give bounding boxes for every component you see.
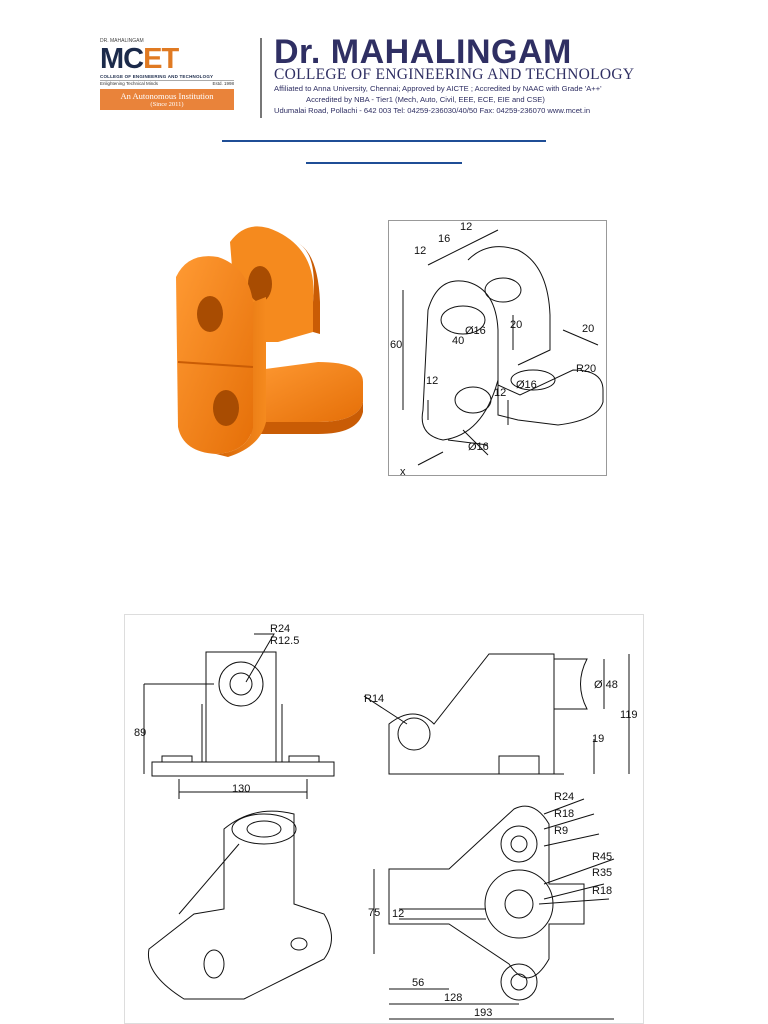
- dim-label: R20: [576, 363, 596, 375]
- accreditation-line: Accredited by NBA - Tier1 (Mech, Auto, C…: [306, 95, 545, 104]
- logo-established: Estd. 1998: [212, 81, 234, 86]
- dim-label: 119: [620, 709, 638, 721]
- logo-tagline-row: Enlightening Technical Minds Estd. 1998: [100, 80, 234, 87]
- dim-label: 19: [592, 733, 604, 745]
- dim-label: R24: [270, 623, 290, 635]
- title-underline-short: [306, 162, 462, 164]
- logo-college-text: COLLEGE OF ENGINEERING AND TECHNOLOGY: [100, 74, 214, 79]
- affiliation-line: Affiliated to Anna University, Chennai; …: [274, 84, 602, 93]
- dim-label: R35: [592, 867, 612, 879]
- dim-label: 20: [582, 323, 594, 335]
- dim-label: R9: [554, 825, 568, 837]
- dim-label: 12: [426, 375, 438, 387]
- dim-label: 12: [460, 221, 472, 233]
- title-underline-long: [222, 140, 546, 142]
- logo-since-text: (Since 2011): [150, 101, 184, 108]
- dim-label: 75: [368, 907, 380, 919]
- dim-label: 60: [390, 339, 402, 351]
- logo-mark: MCET: [100, 44, 234, 74]
- dim-label: 16: [438, 233, 450, 245]
- dim-label: R14: [364, 693, 384, 705]
- dim-label: Ø16: [468, 441, 489, 453]
- dim-label: 20: [510, 319, 522, 331]
- orthographic-drawing: R24 R12.5 89 130 R14 Ø 48 119 19 R24 R18…: [124, 614, 644, 1024]
- header-divider: [260, 38, 262, 118]
- dim-label: Ø16: [465, 325, 486, 337]
- dim-label: 89: [134, 727, 146, 739]
- logo-autonomous-banner: An Autonomous Institution (Since 2011): [100, 89, 234, 110]
- dim-label: 12: [392, 908, 404, 920]
- dim-label: 56: [412, 977, 424, 989]
- dim-label: 40: [452, 335, 464, 347]
- college-subtitle: COLLEGE OF ENGINEERING AND TECHNOLOGY: [274, 66, 635, 83]
- dim-label: 193: [474, 1007, 492, 1019]
- dim-label: R18: [554, 808, 574, 820]
- isometric-dimension-drawing: 12 16 12 60 40 Ø16 20 20 12 12 Ø16 Ø16 R…: [388, 220, 607, 478]
- orange-3d-model: [176, 226, 363, 457]
- logo-tagline: Enlightening Technical Minds: [100, 81, 158, 86]
- dim-label: 128: [444, 992, 462, 1004]
- logo-autonomous-text: An Autonomous Institution: [120, 91, 214, 101]
- dim-label: 12: [494, 387, 506, 399]
- logo-top-text: DR. MAHALINGAM: [100, 38, 144, 44]
- address-line: Udumalai Road, Pollachi - 642 003 Tel: 0…: [274, 106, 591, 115]
- dim-label: R45: [592, 851, 612, 863]
- dim-label: R12.5: [270, 635, 299, 647]
- college-name: Dr. MAHALINGAM: [274, 33, 572, 71]
- dim-label: Ø 48: [594, 679, 618, 691]
- logo-mark-main: MC: [100, 43, 144, 75]
- college-logo: DR. MAHALINGAM MCET COLLEGE OF ENGINEERI…: [100, 38, 234, 112]
- dim-label: Ø16: [516, 379, 537, 391]
- axis-label: x: [400, 466, 406, 478]
- dim-label: R24: [554, 791, 574, 803]
- dim-label: R18: [592, 885, 612, 897]
- dim-label: 12: [414, 245, 426, 257]
- logo-mark-accent: ET: [143, 43, 179, 75]
- dim-label: 130: [232, 783, 250, 795]
